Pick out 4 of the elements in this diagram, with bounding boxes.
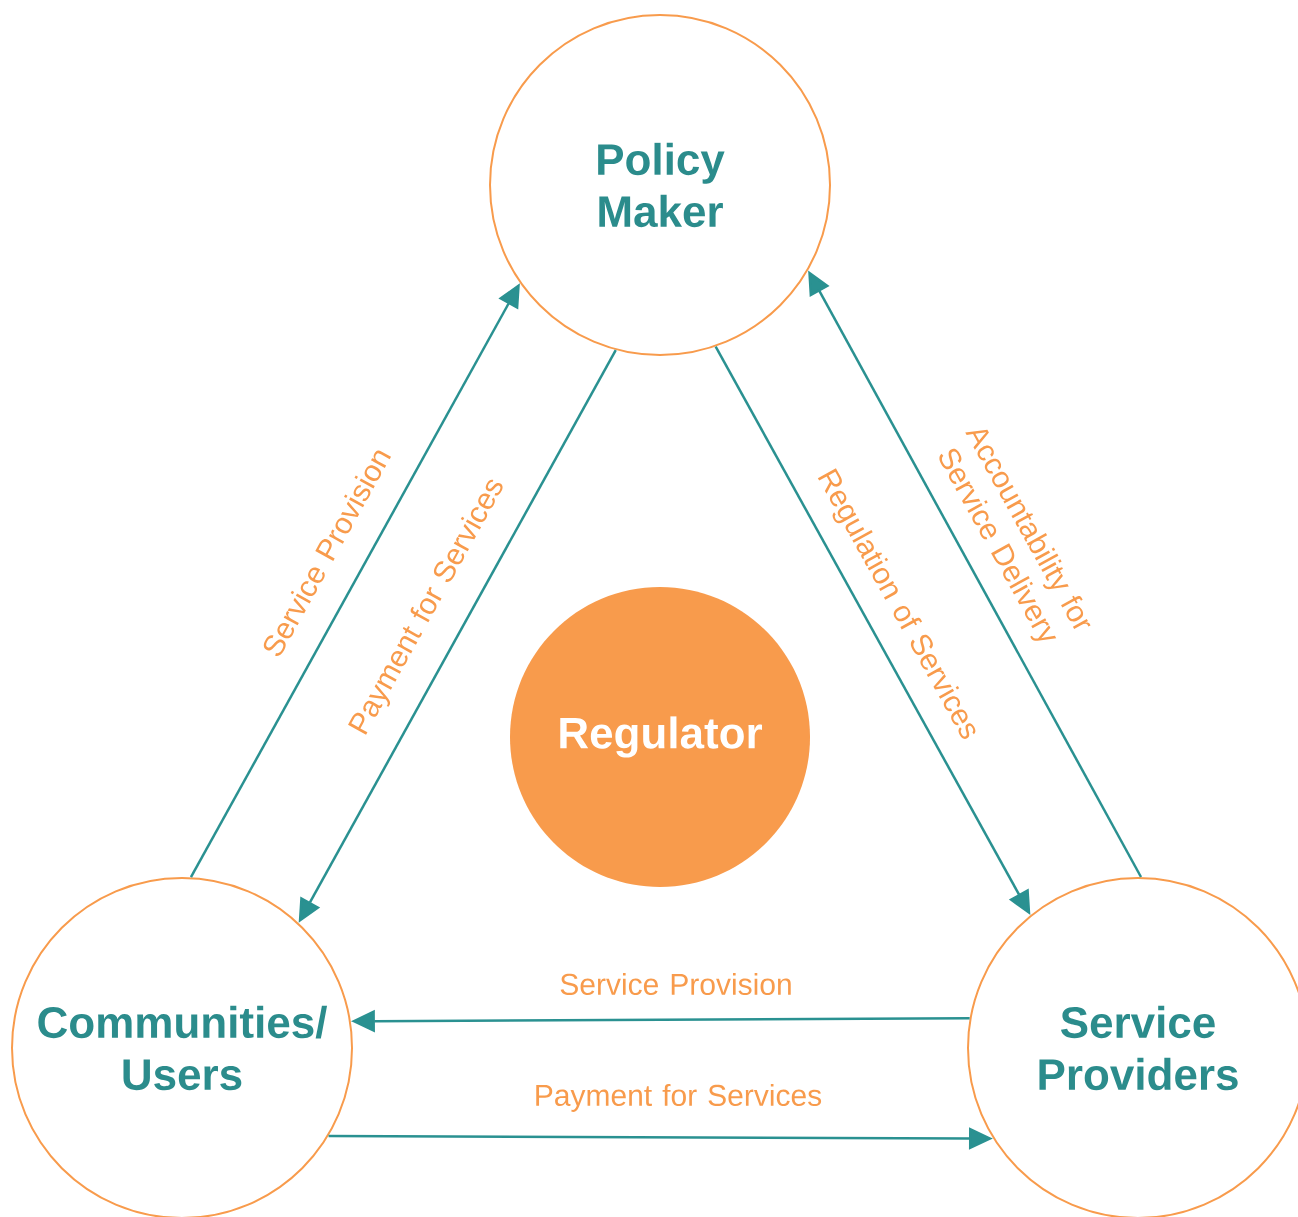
circle-node: Policy Maker [489, 14, 831, 356]
edge-label: Payment for Services [536, 1084, 822, 1112]
circle-node: Regulator [510, 587, 810, 887]
edge-label: Service Provision [560, 972, 791, 995]
